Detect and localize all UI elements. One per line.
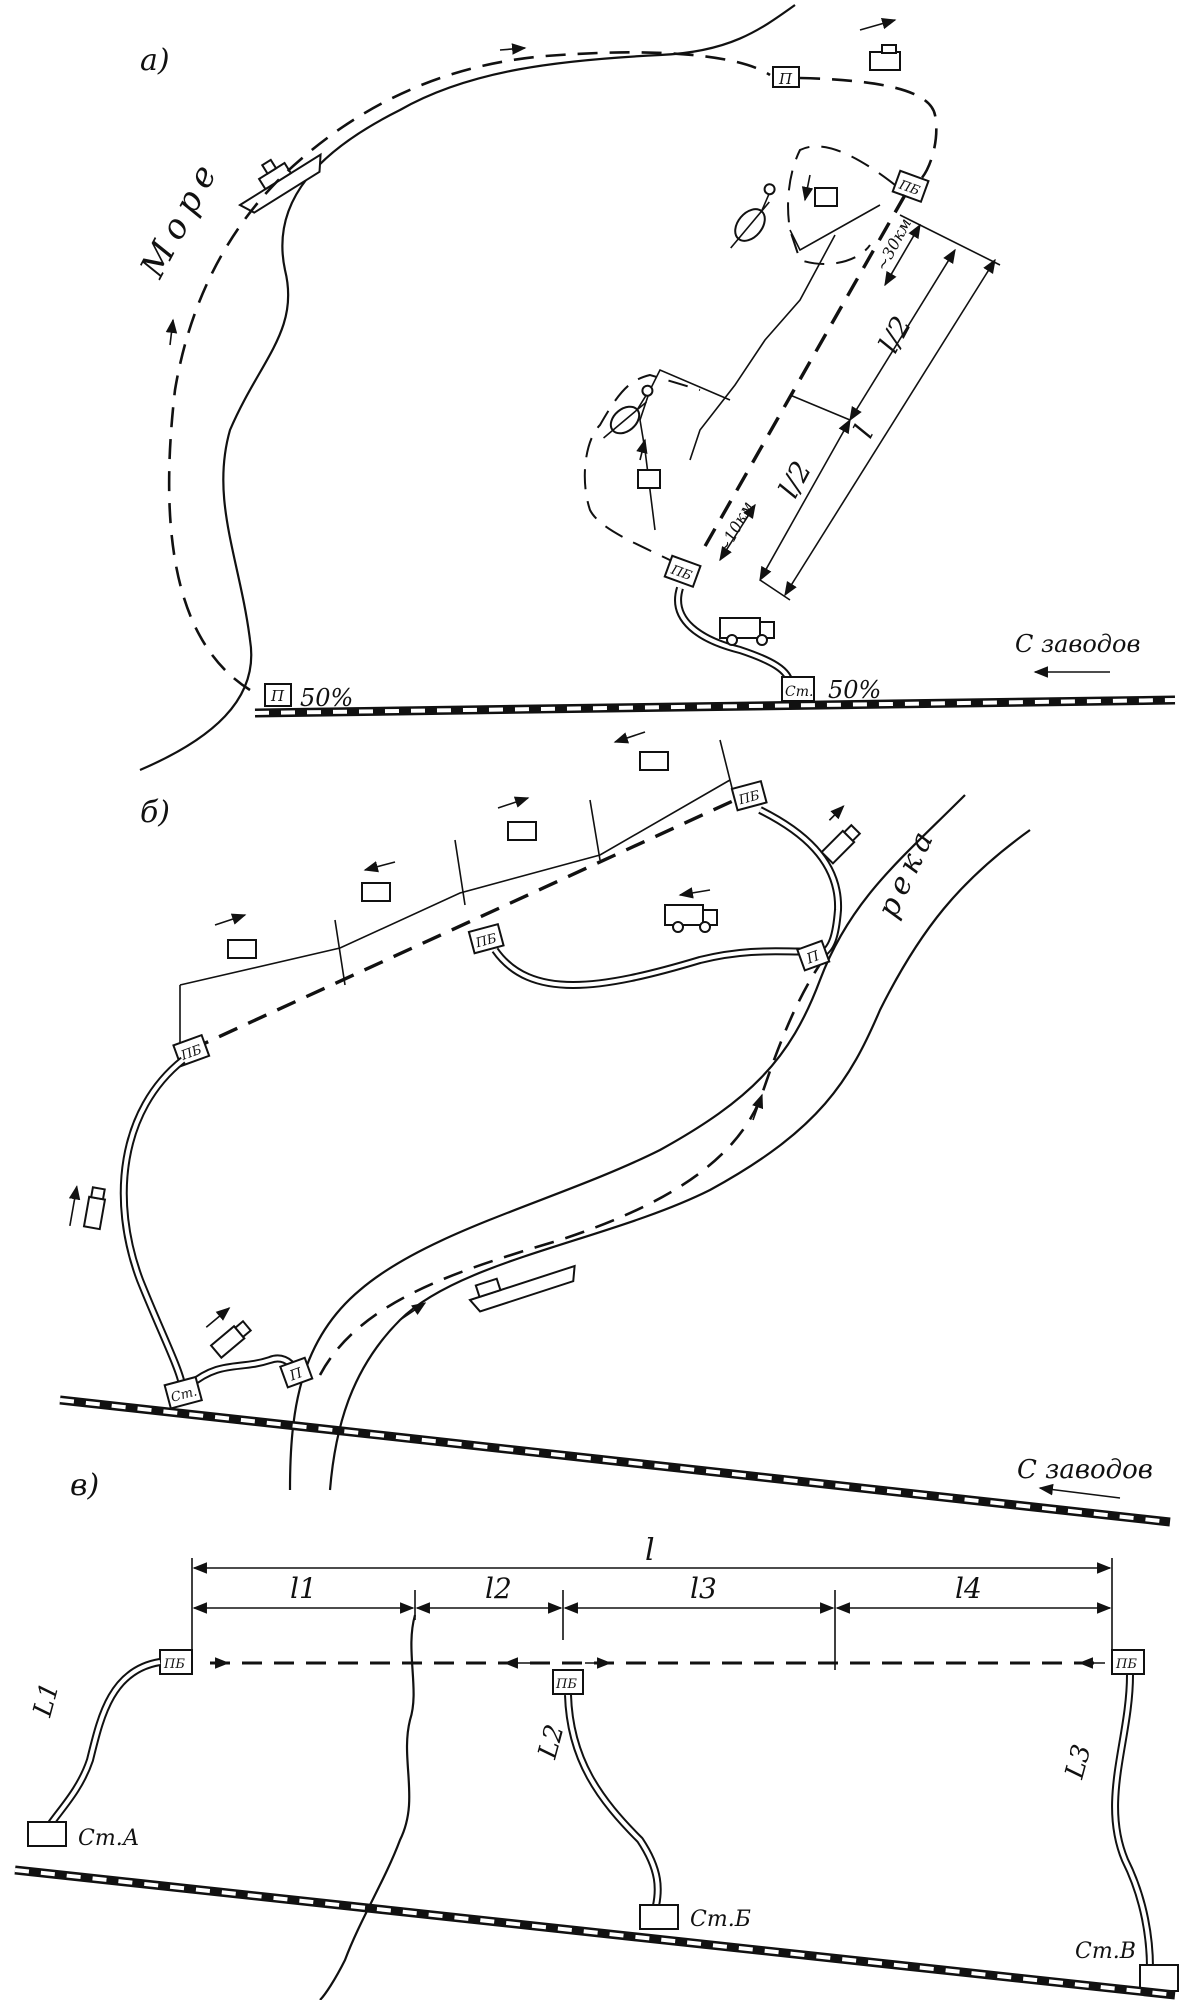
helicopter-icon <box>730 183 776 249</box>
helicopter-icon <box>603 384 654 439</box>
supply-base-box: ПБ <box>891 169 930 204</box>
segment-l1-label: l1 <box>290 1572 317 1605</box>
svg-text:П: П <box>287 1365 306 1385</box>
route-arrow <box>499 43 527 55</box>
river-bank <box>328 829 1031 1491</box>
port-box <box>264 683 292 707</box>
station-v-box <box>1139 1964 1179 1992</box>
truck-icon <box>205 1307 253 1360</box>
svg-text:ПБ: ПБ <box>896 177 922 199</box>
svg-text:ПБ: ПБ <box>473 931 498 951</box>
from-plants-label: С заводов <box>1017 1455 1153 1485</box>
truck-icon <box>820 805 862 865</box>
svg-text:Ст.: Ст. <box>169 1384 198 1405</box>
supply-base-box <box>159 1649 193 1675</box>
dim-10km: ~10км <box>714 498 757 557</box>
panel-v: в) l l1 l2 l3 l4 ПБ ПБ ПБ <box>14 1468 1179 2001</box>
road-l2-label: L2 <box>533 1721 571 1762</box>
river-route <box>318 949 832 1376</box>
supply-base-box <box>552 1669 584 1695</box>
dim-total-label: l <box>645 1533 655 1568</box>
station-a-box <box>27 1821 67 1847</box>
port-label: П <box>270 687 285 705</box>
port-to-base-route <box>799 76 938 181</box>
station-label: Ст. <box>785 684 813 700</box>
dimension-extension <box>191 1558 1113 1650</box>
svg-text:ПБ: ПБ <box>178 1042 204 1064</box>
dim-half-lower: l/2 <box>772 456 818 503</box>
work-area-boundary <box>179 739 736 1045</box>
station-v-label: Ст.В <box>1075 1939 1136 1964</box>
svg-text:ПБ: ПБ <box>555 1677 577 1692</box>
supply-base-box: ПБ <box>172 1033 211 1068</box>
svg-text:П: П <box>804 948 823 968</box>
supply-base-box: ПБ <box>467 922 505 955</box>
road <box>187 1354 299 1389</box>
panel-v-label: в) <box>70 1468 99 1503</box>
sea-route <box>167 51 771 692</box>
port-box: П <box>796 939 831 972</box>
truck-icon <box>719 617 775 646</box>
work-area-boundary <box>639 368 731 531</box>
direction-arrow <box>1038 1483 1121 1499</box>
tractor-icon <box>801 174 838 207</box>
panel-b: б) река ПБ <box>59 731 1171 1527</box>
from-plants-label: С заводов <box>1015 630 1140 658</box>
panel-b-label: б) <box>140 795 170 830</box>
road-l2 <box>564 1694 662 1911</box>
port-box <box>772 66 800 88</box>
tractor-icon <box>361 861 396 902</box>
port-box: П <box>279 1356 314 1389</box>
truck-icon <box>664 887 718 933</box>
truck-icon <box>68 1185 107 1231</box>
svg-text:ПБ: ПБ <box>163 1657 185 1672</box>
work-area-loop <box>583 373 701 566</box>
sea-label: Море <box>132 151 228 285</box>
river-label: река <box>871 821 944 923</box>
svg-text:ПБ: ПБ <box>668 562 694 584</box>
station-b-box <box>639 1904 679 1930</box>
dim-full: l <box>847 420 880 443</box>
ship-icon <box>238 152 322 214</box>
panel-a-label: а) <box>140 43 170 78</box>
truck-icon <box>859 18 901 71</box>
station-share: 50% <box>828 676 881 704</box>
dimension-lines <box>719 214 1001 601</box>
pipeline <box>189 798 736 1052</box>
port-label: П <box>778 70 793 88</box>
tractor-icon <box>497 796 537 841</box>
segment-l3-label: l3 <box>690 1572 717 1605</box>
coastline <box>139 4 796 772</box>
station-box: Ст. <box>163 1375 204 1410</box>
road-l3-label: L3 <box>1060 1741 1098 1782</box>
river-line <box>319 1614 417 2001</box>
route-arrow <box>165 318 178 346</box>
segment-l2-label: l2 <box>485 1572 512 1605</box>
road-l1-label: L1 <box>28 1679 66 1720</box>
river-bank <box>288 794 966 1491</box>
road <box>119 1056 186 1386</box>
panel-a: а) Море П ПБ <box>132 4 1176 772</box>
route-arrow <box>752 1093 764 1121</box>
barge-icon <box>468 1264 576 1313</box>
tractor-icon <box>214 913 257 959</box>
supply-base-box <box>1111 1649 1145 1675</box>
station-a-label: Ст.А <box>78 1826 139 1851</box>
dimension-extension <box>414 1590 836 1670</box>
svg-text:ПБ: ПБ <box>1115 1657 1137 1672</box>
svg-text:ПБ: ПБ <box>736 788 761 808</box>
route-arrow <box>399 1302 427 1321</box>
tractor-icon <box>613 731 669 771</box>
supply-base-box: ПБ <box>663 554 702 589</box>
segment-l4-label: l4 <box>955 1572 982 1605</box>
supply-base-box: ПБ <box>730 779 768 812</box>
dim-half-upper: l/2 <box>872 311 918 358</box>
station-b-label: Ст.Б <box>690 1907 751 1932</box>
tractor-icon <box>636 438 661 489</box>
